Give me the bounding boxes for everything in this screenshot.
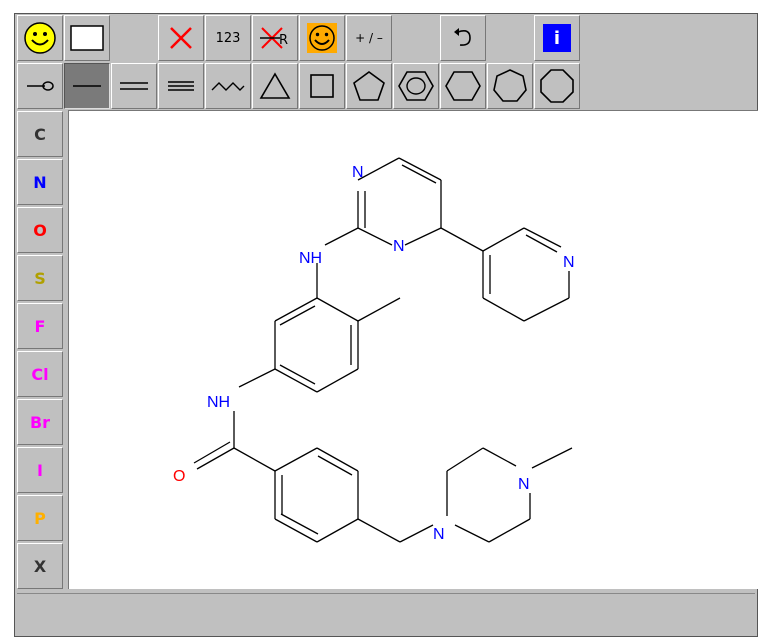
- chain-end-icon: [27, 81, 54, 91]
- atom-nh1-label: NH: [299, 250, 322, 267]
- square-ring-icon: [310, 74, 334, 98]
- clear-rect-icon: [70, 25, 104, 51]
- element-n-label: N: [33, 172, 47, 192]
- atom-numbering-button[interactable]: 123: [205, 15, 251, 61]
- element-c-button[interactable]: C: [17, 111, 63, 157]
- element-palette: C N O S F Cl Br I P X: [17, 111, 65, 591]
- atom-n4-label: N: [433, 526, 445, 543]
- element-i-button[interactable]: I: [17, 447, 63, 493]
- charge-button[interactable]: + / –: [346, 15, 392, 61]
- toolbar-blank: [111, 15, 157, 61]
- status-bar: [17, 593, 755, 634]
- element-c-label: C: [34, 124, 46, 144]
- benzene-ring-button[interactable]: [393, 63, 439, 109]
- triple-bond-button[interactable]: [158, 63, 204, 109]
- triple-bond-icon: [168, 81, 194, 91]
- element-n-button[interactable]: N: [17, 159, 63, 205]
- smiley-selected-icon: [307, 23, 337, 53]
- atom-o-label: O: [173, 468, 185, 485]
- hexagon-ring-button[interactable]: [440, 63, 486, 109]
- element-br-label: Br: [29, 412, 51, 432]
- octagon-ring-icon: [540, 69, 574, 103]
- atom-n5-label: N: [518, 476, 530, 493]
- atom-nh2-label: NH: [207, 394, 230, 411]
- element-o-label: O: [33, 220, 47, 240]
- toolbar-blank: [487, 15, 533, 61]
- element-f-button[interactable]: F: [17, 303, 63, 349]
- chain-button[interactable]: [205, 63, 251, 109]
- undo-button[interactable]: [440, 15, 486, 61]
- double-bond-icon: [120, 82, 148, 90]
- pentagon-ring-icon: [353, 71, 385, 101]
- smiley-button[interactable]: [17, 15, 63, 61]
- clear-button[interactable]: [64, 15, 110, 61]
- element-br-button[interactable]: Br: [17, 399, 63, 445]
- pentagon-ring-button[interactable]: [346, 63, 392, 109]
- toolbar-top: 123 R + / –: [17, 15, 581, 63]
- square-ring-button[interactable]: [299, 63, 345, 109]
- double-bond-button[interactable]: [111, 63, 157, 109]
- octagon-ring-button[interactable]: [534, 63, 580, 109]
- element-p-button[interactable]: P: [17, 495, 63, 541]
- molecule-drawing: N N N NH NH O N N: [173, 157, 575, 543]
- element-p-label: P: [34, 508, 46, 528]
- element-s-label: S: [34, 268, 46, 288]
- info-label: i: [553, 27, 561, 49]
- atom-numbering-label: 123: [215, 30, 241, 46]
- element-f-label: F: [34, 316, 46, 336]
- molecule-atom-labels: N N N NH NH O N N: [173, 164, 575, 543]
- delete-x-icon: [170, 27, 192, 49]
- chain-icon: [211, 82, 245, 91]
- triangle-ring-icon: [259, 72, 291, 99]
- element-cl-button[interactable]: Cl: [17, 351, 63, 397]
- chain-end-button[interactable]: [17, 63, 63, 109]
- delete-button[interactable]: [158, 15, 204, 61]
- element-cl-label: Cl: [31, 364, 49, 384]
- toolbar-bottom: [17, 63, 581, 111]
- drawing-canvas[interactable]: N N N NH NH O N N: [68, 110, 758, 589]
- single-bond-button[interactable]: [64, 63, 110, 109]
- benzene-ring-icon: [398, 71, 434, 101]
- element-x-label: X: [33, 556, 47, 576]
- undo-icon: [454, 28, 471, 46]
- svg-text:R: R: [279, 33, 288, 48]
- info-icon: i: [543, 24, 571, 52]
- triangle-ring-button[interactable]: [252, 63, 298, 109]
- atom-n1-label: N: [352, 164, 364, 181]
- element-i-label: I: [37, 460, 43, 480]
- info-button[interactable]: i: [534, 15, 580, 61]
- hexagon-ring-icon: [445, 71, 481, 101]
- smiley-icon: [24, 22, 56, 54]
- charge-label: + / –: [355, 31, 383, 45]
- molecule-bonds: [193, 157, 573, 543]
- heptagon-ring-icon: [493, 69, 527, 102]
- element-o-button[interactable]: O: [17, 207, 63, 253]
- atom-n3-label: N: [563, 254, 575, 271]
- single-bond-icon: [73, 85, 101, 87]
- template-button[interactable]: [299, 15, 345, 61]
- element-s-button[interactable]: S: [17, 255, 63, 301]
- atom-n2-label: N: [393, 238, 405, 255]
- editor-window: 123 R + / –: [14, 13, 758, 637]
- toolbar-blank: [393, 15, 439, 61]
- heptagon-ring-button[interactable]: [487, 63, 533, 109]
- delete-r-group-icon: R: [260, 27, 288, 49]
- element-x-button[interactable]: X: [17, 543, 63, 589]
- delete-r-group-button[interactable]: R: [252, 15, 298, 61]
